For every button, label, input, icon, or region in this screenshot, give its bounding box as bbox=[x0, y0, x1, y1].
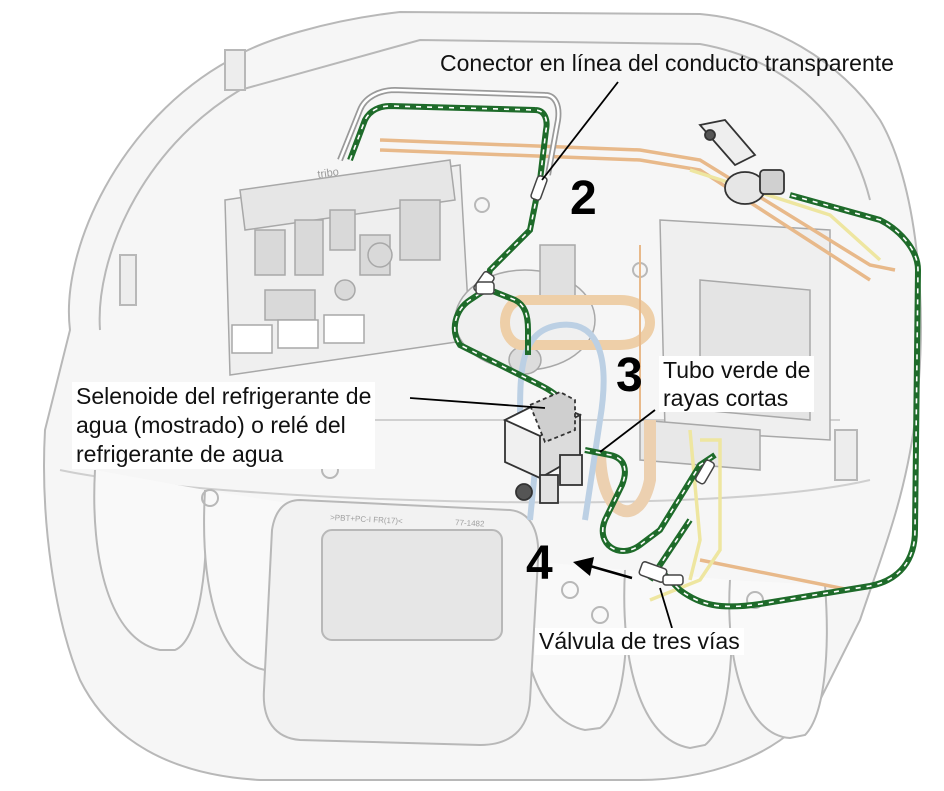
step-number-4: 4 bbox=[526, 537, 553, 590]
leader-three-way-valve bbox=[659, 587, 673, 629]
tube-fittings bbox=[473, 175, 715, 586]
module-text-mark: >PBT+PC-I FR(17)< bbox=[330, 513, 403, 526]
leader-green-tube bbox=[599, 409, 656, 453]
callout-green-tube-line-2: rayas cortas bbox=[663, 385, 789, 411]
callout-solenoid-line-3: refrigerante de agua bbox=[76, 441, 284, 467]
clear-conduit bbox=[337, 86, 562, 176]
water-coolant-solenoid bbox=[502, 391, 583, 504]
leader-solenoid bbox=[409, 397, 546, 409]
callout-inline-connector: Conector en línea del conducto transpare… bbox=[440, 50, 894, 76]
callout-green-tube: Tubo verde de rayas cortas bbox=[659, 356, 815, 412]
inline-connector bbox=[530, 175, 548, 201]
step-number-3: 3 bbox=[616, 349, 643, 402]
callout-solenoid-line-1: Selenoide del refrigerante de bbox=[76, 383, 372, 409]
pcb-brand-mark: tribo bbox=[317, 166, 340, 181]
display-window bbox=[321, 529, 503, 641]
step-number-2: 2 bbox=[570, 172, 597, 225]
leader-lines bbox=[409, 81, 673, 629]
right-module bbox=[639, 219, 831, 471]
control-board bbox=[224, 159, 471, 376]
module-id-mark: 77-1482 bbox=[455, 518, 485, 529]
callout-solenoid: Selenoide del refrigerante de agua (most… bbox=[72, 382, 376, 469]
step-4-arrow bbox=[573, 557, 633, 580]
leader-inline-connector bbox=[541, 81, 619, 181]
pressure-sensor bbox=[698, 119, 785, 205]
callout-solenoid-line-2: agua (mostrado) o relé del bbox=[76, 412, 346, 438]
callout-three-way-valve: Válvula de tres vías bbox=[535, 628, 744, 655]
callout-green-tube-line-1: Tubo verde de bbox=[663, 357, 811, 383]
